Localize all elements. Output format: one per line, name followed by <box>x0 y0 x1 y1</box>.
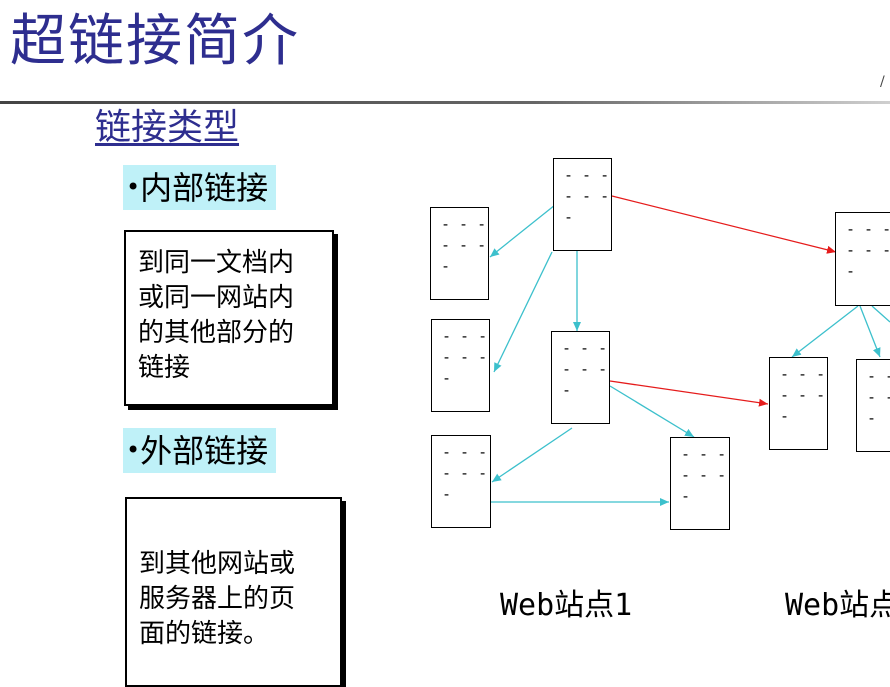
internal-link-description: 到同一文档内 或同一网站内 的其他部分的 链接 <box>124 230 334 406</box>
page-title: 超链接简介 <box>10 9 300 74</box>
site-label-web-site-1: Web站点1 <box>500 588 633 623</box>
internal-link-arrow <box>609 385 695 438</box>
web-page-node: - - - - - - - <box>431 319 490 412</box>
internal-link-arrow <box>871 305 890 323</box>
title-divider <box>0 101 890 104</box>
site-label-web-site-2: Web站点 <box>785 588 890 623</box>
bullet-external-link: •外部链接 <box>123 428 277 473</box>
internal-link-arrow <box>493 251 553 373</box>
internal-link-arrow <box>791 305 859 358</box>
web-page-node: - - - - - - - <box>670 437 730 530</box>
external-link-description: 到其他网站或 服务器上的页 面的链接。 <box>125 497 342 687</box>
web-page-node: - - - - - - - <box>835 212 890 306</box>
web-page-node: - - - - - - - <box>769 357 828 450</box>
web-page-node: - - - - - - - <box>551 331 610 424</box>
external-link-arrow <box>611 195 837 254</box>
internal-link-arrow <box>489 204 556 258</box>
web-page-node: - - - - - - - <box>430 207 489 300</box>
web-page-node: - - - - - - - <box>553 158 612 251</box>
external-link-arrow <box>609 380 769 407</box>
internal-link-arrow <box>491 427 573 483</box>
bullet-internal-link: •内部链接 <box>123 165 277 210</box>
web-page-node: - - - - - - - <box>431 435 491 528</box>
subtitle-link-types[interactable]: 链接类型 <box>95 107 240 148</box>
internal-link-arrow <box>859 305 881 358</box>
edge-mark: / <box>880 74 885 90</box>
web-page-node: - - - - - - - <box>856 359 890 452</box>
